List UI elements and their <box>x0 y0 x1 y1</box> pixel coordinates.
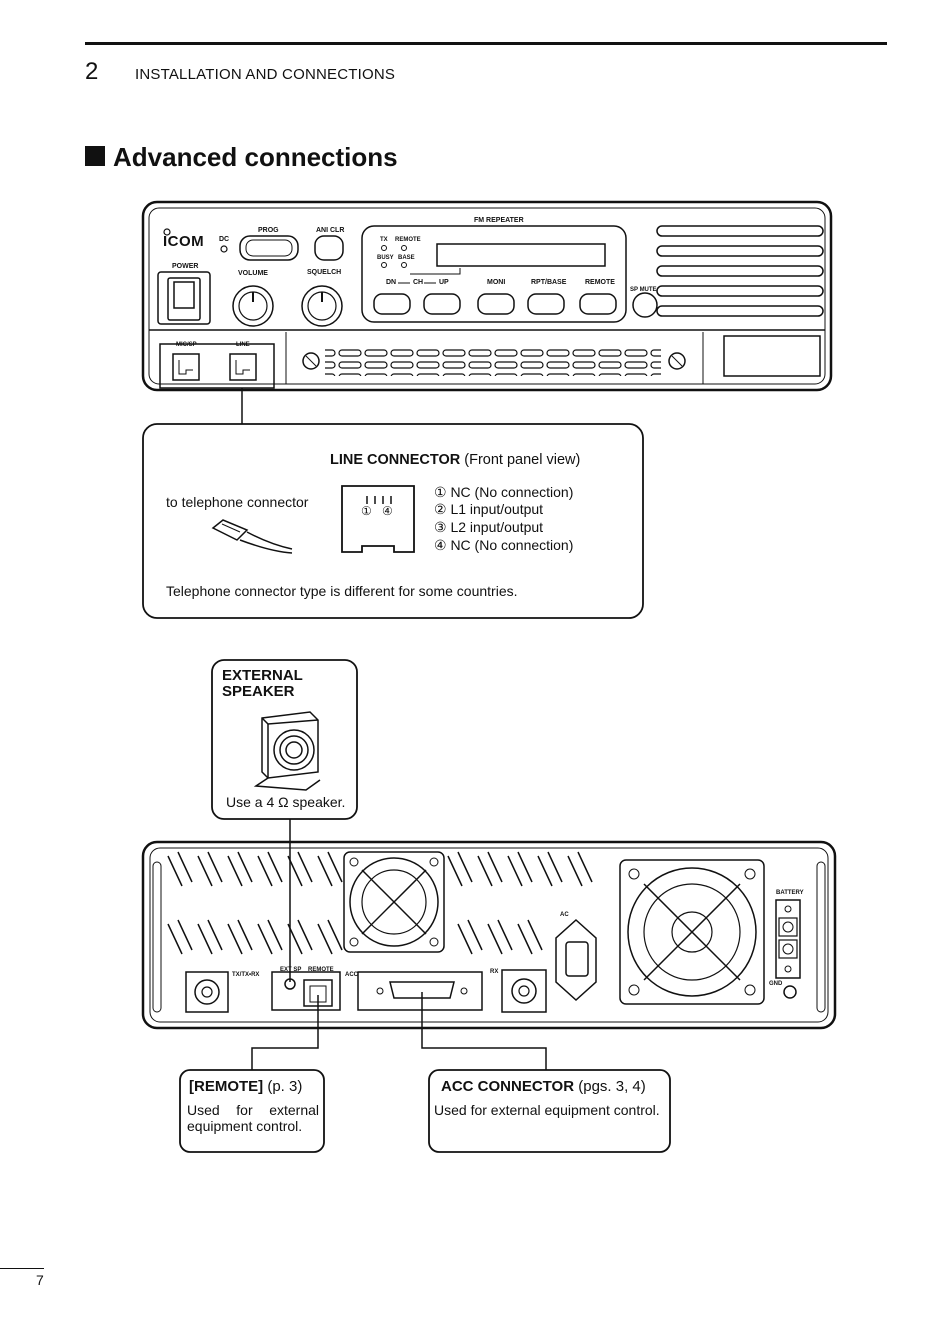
power-label: POWER <box>172 263 199 270</box>
busy-led-label: BUSY <box>377 255 394 261</box>
header-rule <box>85 42 887 45</box>
remote-button-label: REMOTE <box>585 279 615 286</box>
prog-label: PROG <box>258 227 279 234</box>
pin-4-mark: ④ <box>382 504 393 518</box>
volume-label: VOLUME <box>238 270 268 277</box>
remote-jack-label: REMOTE <box>308 967 334 973</box>
remote-box-line2: equipment control. <box>187 1118 303 1134</box>
square-bullet-icon <box>85 146 105 166</box>
remote-box-title: [REMOTE] (p. 3) <box>189 1078 303 1095</box>
dn-label: DN <box>386 279 397 286</box>
rx-label: RX <box>490 969 499 975</box>
speaker-caption: Use a 4 Ω speaker. <box>226 794 346 810</box>
acc-box-title: ACC CONNECTOR (pgs. 3, 4) <box>441 1078 646 1095</box>
moni-label: MONI <box>487 279 506 286</box>
line-jack-label: LINE <box>236 342 250 348</box>
mic-sp-label: MIC/SP <box>176 342 197 348</box>
rpt-base-label: RPT/BASE <box>531 279 567 286</box>
rear-panel <box>141 840 837 1030</box>
acc-label: ACC <box>345 972 358 978</box>
front-panel <box>141 200 833 392</box>
ext-sp-label: EXT SP <box>280 967 302 973</box>
remote-box-line1: Used for external <box>187 1102 319 1118</box>
remote-led-label: REMOTE <box>395 237 421 243</box>
squelch-label: SQUELCH <box>307 269 342 276</box>
pin-1-mark: ① <box>361 504 372 518</box>
ac-label: AC <box>560 912 569 918</box>
connector-type-note: Telephone connector type is different fo… <box>166 583 518 599</box>
base-led-label: BASE <box>398 255 415 261</box>
pin-2-desc: ② L1 input/output <box>434 501 544 517</box>
telephone-connector-label: to telephone connector <box>166 494 309 510</box>
pin-3-desc: ③ L2 input/output <box>434 519 544 535</box>
sp-mute-label: SP MUTE <box>630 287 657 293</box>
acc-box-text: Used for external equipment control. <box>434 1102 660 1118</box>
external-speaker-title: EXTERNAL SPEAKER <box>222 667 303 700</box>
chapter-number: 2 <box>85 58 99 85</box>
dc-label: DC <box>219 236 230 243</box>
pin-4-desc: ④ NC (No connection) <box>434 537 574 553</box>
speaker-drawing <box>253 711 321 791</box>
tx-rx-label: TX/TX•RX <box>232 972 260 978</box>
page-number: 7 <box>36 1272 44 1288</box>
battery-label: BATTERY <box>776 890 804 896</box>
section-title: Advanced connections <box>85 142 398 173</box>
gnd-label: GND <box>769 981 783 987</box>
pin-1-desc: ① NC (No connection) <box>434 484 574 500</box>
footer-rule <box>0 1268 44 1269</box>
brand-logo: ICOM <box>163 233 205 250</box>
up-label: UP <box>439 279 449 286</box>
ani-clr-label: ANI CLR <box>316 227 345 234</box>
tx-led-label: TX <box>380 237 388 243</box>
chapter-title: INSTALLATION AND CONNECTIONS <box>135 66 396 83</box>
ch-label: CH <box>413 279 424 286</box>
line-connector-title: LINE CONNECTOR (Front panel view) <box>330 452 581 468</box>
fm-repeater-label: FM REPEATER <box>474 217 524 224</box>
